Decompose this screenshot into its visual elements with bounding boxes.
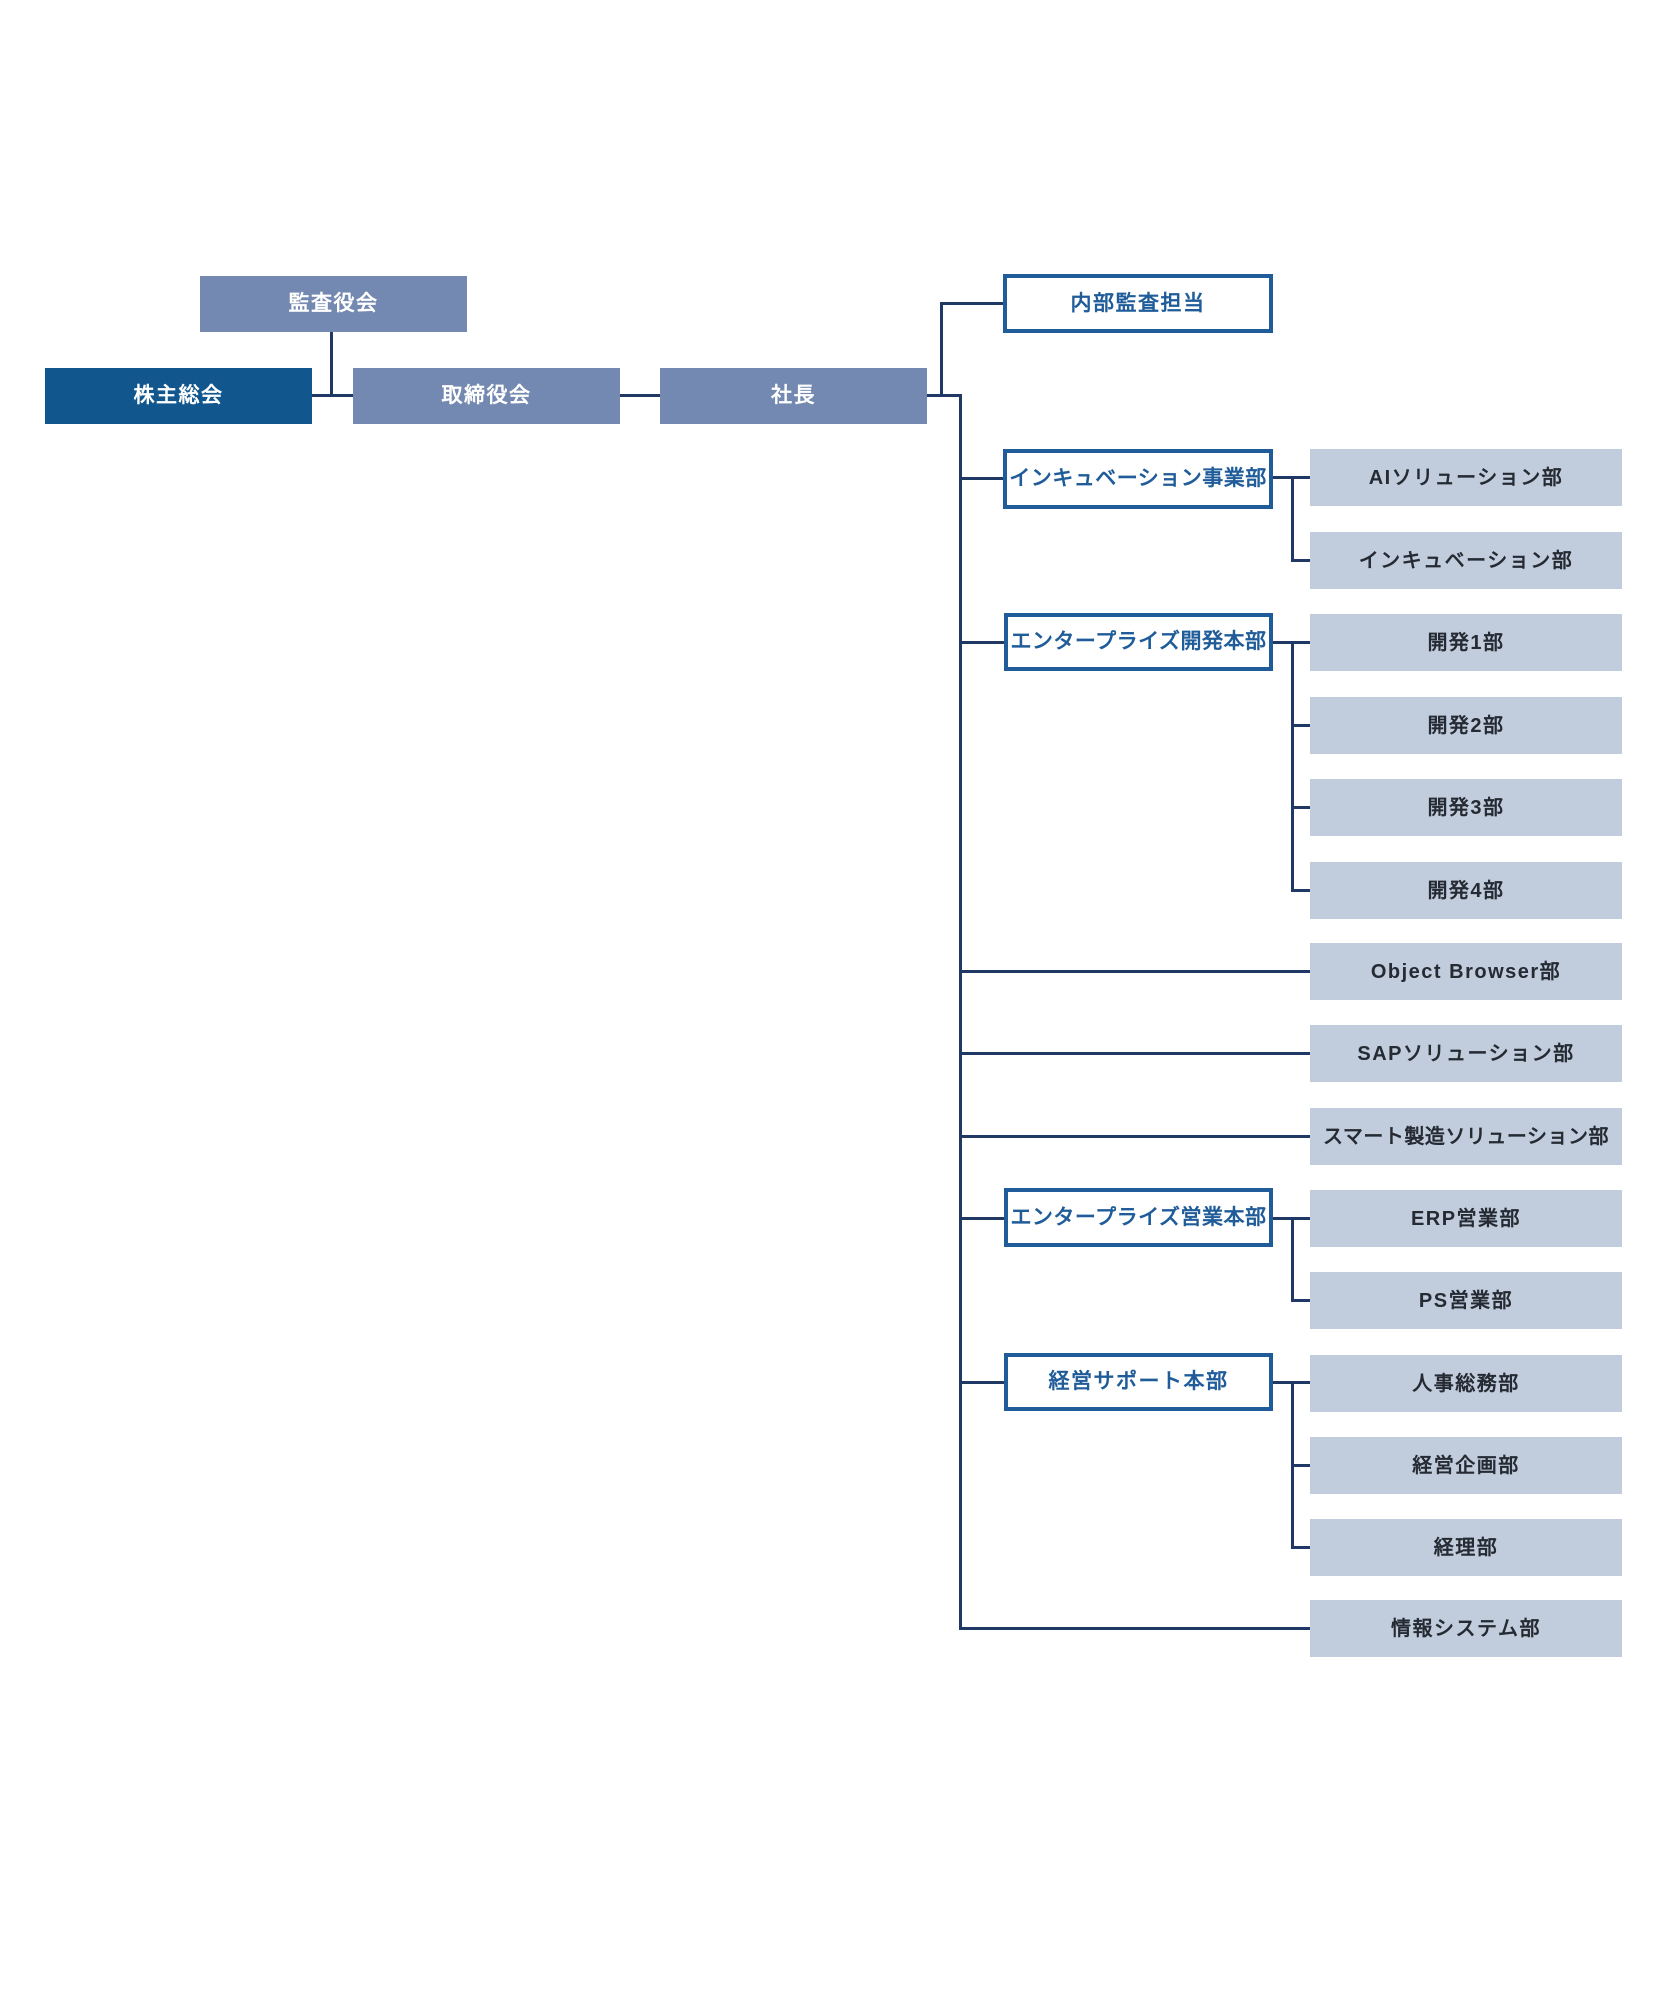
connector-trunk-sap [960,1052,1310,1055]
connector-audit-board-down [330,331,333,397]
node-object-browser-dept: Object Browser部 [1310,943,1622,1000]
connector-trunk-mgmt-support [960,1381,1004,1384]
node-hr-general-affairs-dept: 人事総務部 [1310,1355,1622,1412]
connector-dev-vertical [1291,641,1294,892]
node-board-of-directors: 取締役会 [353,368,620,424]
connector-internal-audit-horizontal [940,302,1003,305]
connector-dev2-stub [1291,724,1310,727]
node-shareholders-meeting: 株主総会 [45,368,312,424]
connector-sales-child2 [1291,1299,1310,1302]
connector-shareholders-board [312,394,353,397]
connector-trunk-enterprise-dev [960,641,1004,644]
node-sap-solution-dept: SAPソリューション部 [1310,1025,1622,1082]
connector-trunk-info-systems [960,1627,1310,1630]
node-president: 社長 [660,368,927,424]
node-incubation-dept: インキュベーション部 [1310,532,1622,589]
node-audit-board: 監査役会 [200,276,467,332]
node-mgmt-support-hq: 経営サポート本部 [1004,1353,1273,1411]
node-ai-solution-dept: AIソリューション部 [1310,449,1622,506]
node-internal-audit: 内部監査担当 [1003,274,1273,333]
node-smart-mfg-solution-dept: スマート製造ソリューション部 [1310,1108,1622,1165]
node-incubation-division: インキュベーション事業部 [1003,449,1273,509]
connector-trunk-incubation-division [960,477,1004,480]
node-accounting-dept: 経理部 [1310,1519,1622,1576]
node-info-systems-dept: 情報システム部 [1310,1600,1622,1657]
connector-dev4-stub [1291,889,1310,892]
connector-support-child3 [1291,1546,1310,1549]
node-ps-sales-dept: PS営業部 [1310,1272,1622,1329]
node-corporate-planning-dept: 経営企画部 [1310,1437,1622,1494]
connector-dev3-stub [1291,806,1310,809]
node-dev1-dept: 開発1部 [1310,614,1622,671]
connector-trunk-enterprise-sales [960,1217,1004,1220]
connector-sales-vertical [1291,1217,1294,1302]
connector-incubation-child2 [1291,559,1310,562]
node-dev2-dept: 開発2部 [1310,697,1622,754]
connector-board-president [620,394,660,397]
node-erp-sales-dept: ERP営業部 [1310,1190,1622,1247]
node-enterprise-sales-hq: エンタープライズ営業本部 [1004,1188,1273,1247]
connector-support-child2 [1291,1464,1310,1467]
node-dev3-dept: 開発3部 [1310,779,1622,836]
node-enterprise-dev-hq: エンタープライズ開発本部 [1004,613,1273,671]
connector-main-trunk [959,394,962,1630]
connector-incubation-vertical [1291,476,1294,562]
connector-president-trunk [927,394,962,397]
connector-trunk-object-browser [960,970,1310,973]
connector-trunk-smart-mfg [960,1135,1310,1138]
connector-internal-audit-vertical [940,302,943,397]
node-dev4-dept: 開発4部 [1310,862,1622,919]
